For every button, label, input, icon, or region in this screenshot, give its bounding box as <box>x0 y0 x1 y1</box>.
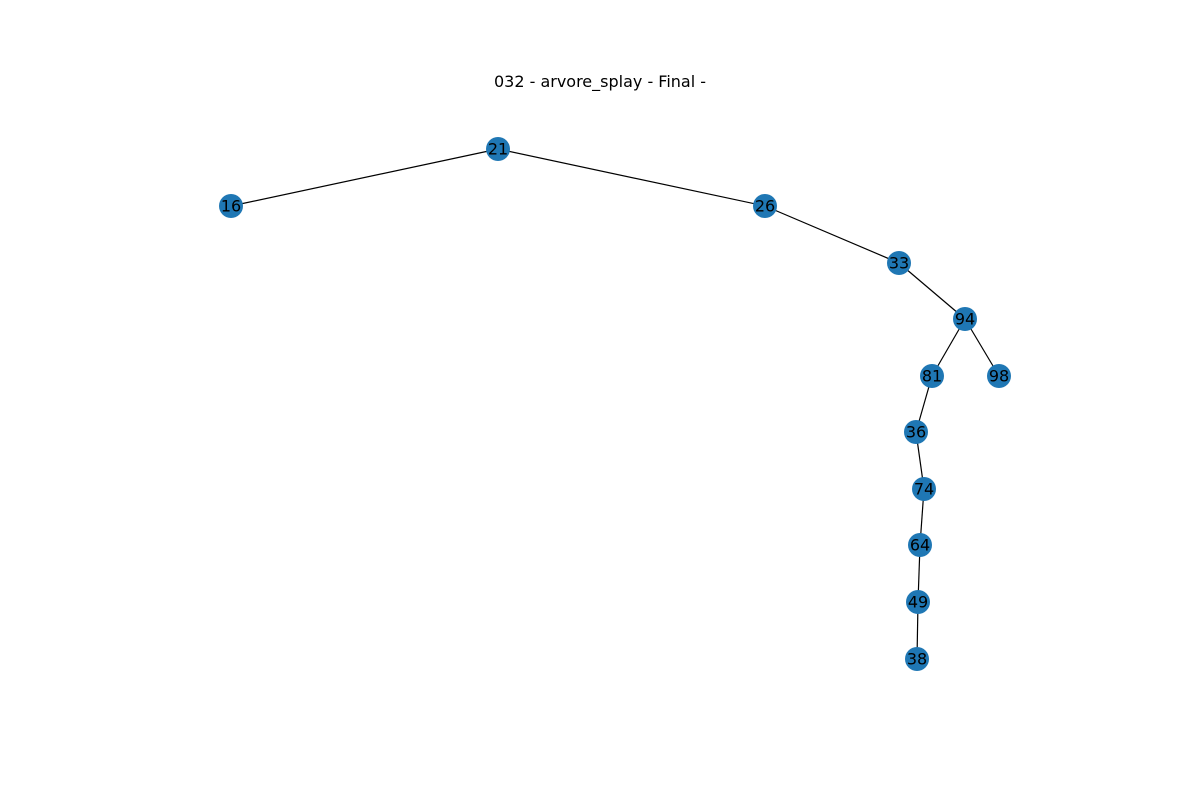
node-label: 64 <box>910 536 930 555</box>
node-26: 26 <box>753 194 777 218</box>
node-label: 49 <box>908 593 928 612</box>
node-94: 94 <box>953 307 977 331</box>
edge-21-16 <box>230 148 499 207</box>
node-16: 16 <box>219 194 243 218</box>
node-circle <box>219 194 243 218</box>
node-21: 21 <box>486 137 510 161</box>
node-circle <box>908 533 932 557</box>
node-circle <box>904 420 928 444</box>
node-label: 26 <box>755 197 775 216</box>
node-label: 33 <box>889 254 909 273</box>
node-label: 74 <box>914 480 934 499</box>
node-circle <box>905 647 929 671</box>
node-label: 38 <box>907 650 927 669</box>
node-circle <box>753 194 777 218</box>
edge-33-94 <box>898 262 966 320</box>
node-label: 16 <box>221 197 241 216</box>
node-circle <box>920 364 944 388</box>
node-74: 74 <box>912 477 936 501</box>
node-label: 98 <box>989 367 1009 386</box>
edges-layer <box>230 148 1000 660</box>
node-49: 49 <box>906 590 930 614</box>
node-98: 98 <box>987 364 1011 388</box>
node-36: 36 <box>904 420 928 444</box>
node-circle <box>953 307 977 331</box>
node-64: 64 <box>908 533 932 557</box>
diagram-title: 032 - arvore_splay - Final - <box>493 72 707 91</box>
node-label: 36 <box>906 423 926 442</box>
node-label: 94 <box>955 310 975 329</box>
node-81: 81 <box>920 364 944 388</box>
node-label: 21 <box>488 140 508 159</box>
node-circle <box>906 590 930 614</box>
node-38: 38 <box>905 647 929 671</box>
node-33: 33 <box>887 251 911 275</box>
node-circle <box>486 137 510 161</box>
edge-21-26 <box>497 148 766 207</box>
node-circle <box>887 251 911 275</box>
node-circle <box>987 364 1011 388</box>
edge-26-33 <box>764 205 900 264</box>
node-label: 81 <box>922 367 942 386</box>
node-circle <box>912 477 936 501</box>
nodes-layer: 21 16 26 33 94 81 98 36 74 64 49 38 <box>219 137 1011 671</box>
